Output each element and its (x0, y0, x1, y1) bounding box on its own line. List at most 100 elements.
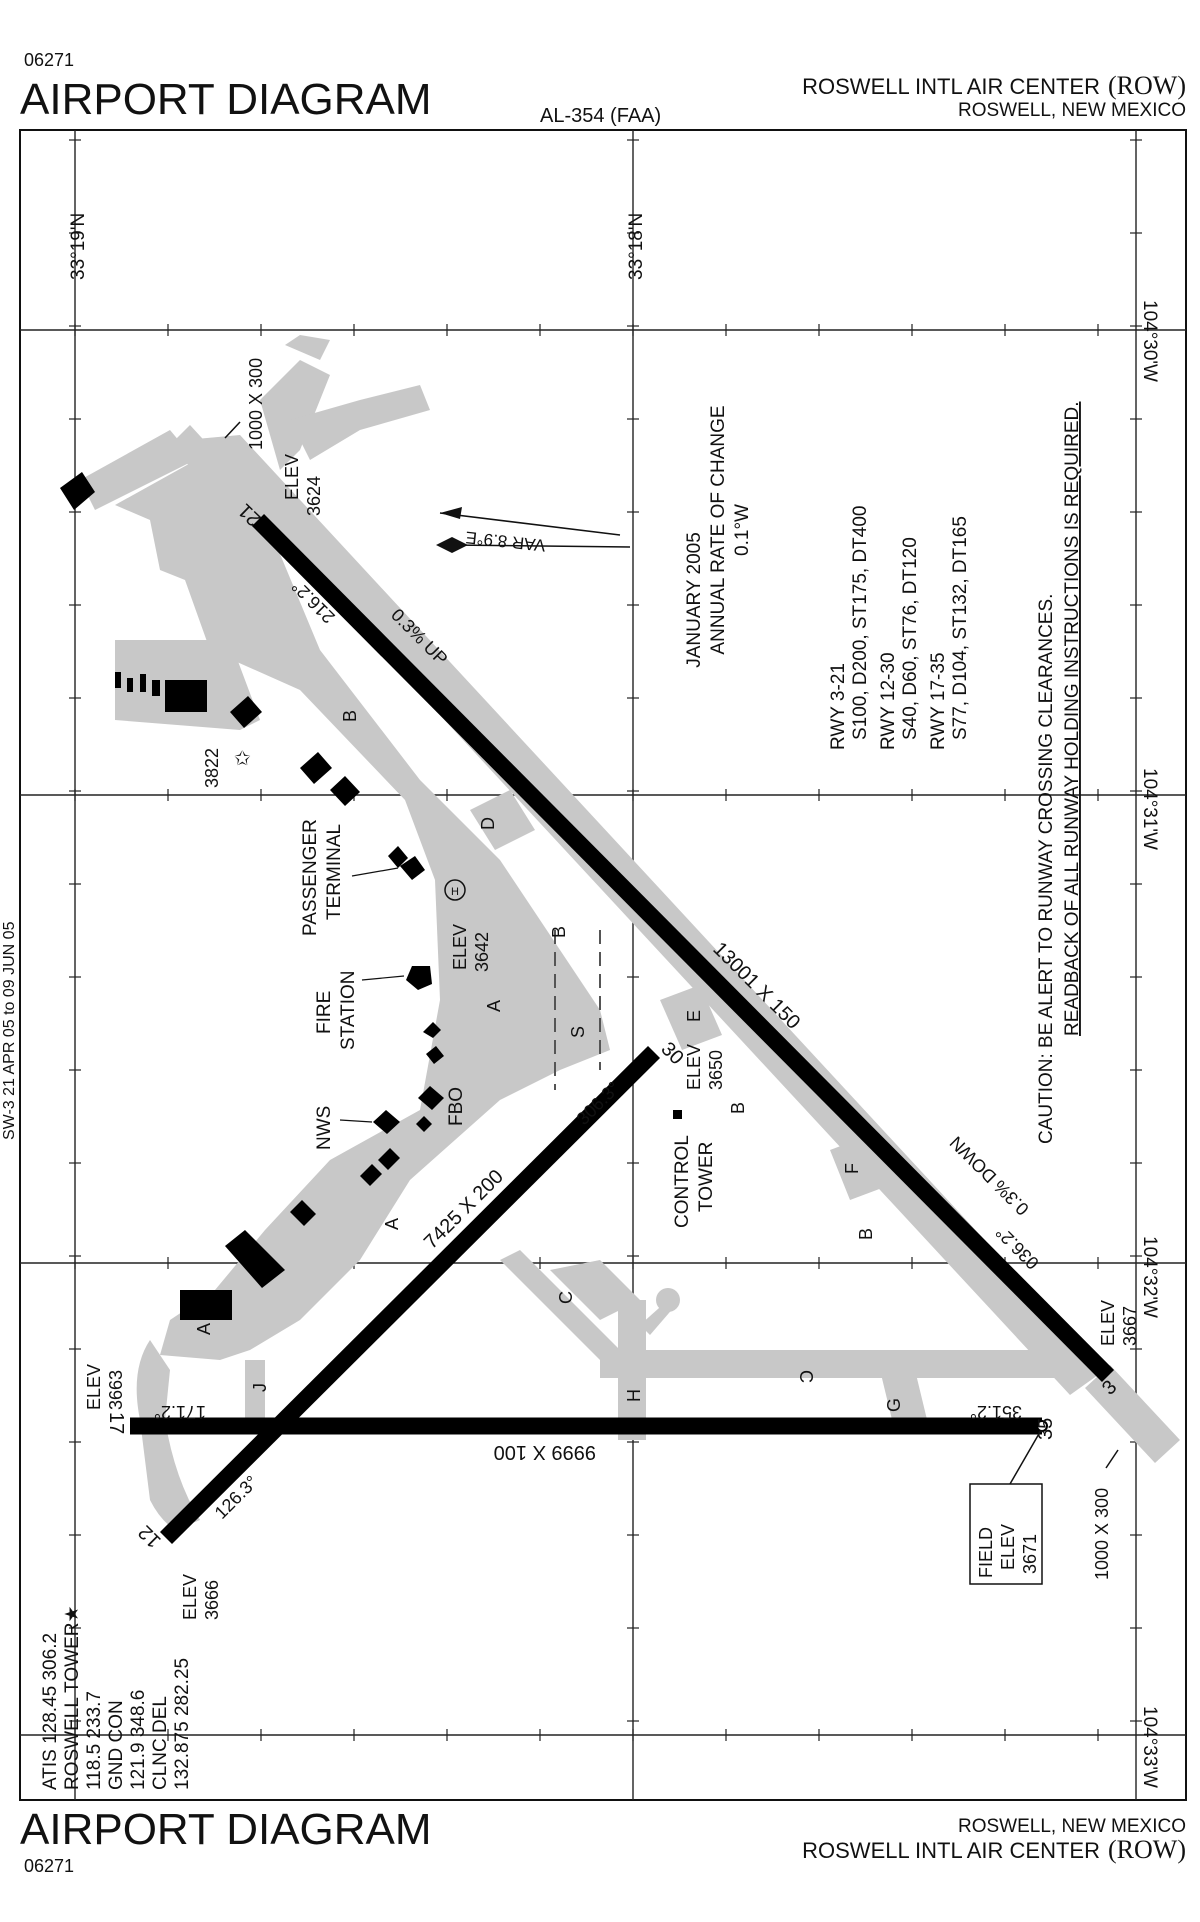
freq-line-5: 121.9 348.6 (128, 1690, 149, 1790)
building (60, 472, 95, 510)
building (416, 1116, 432, 1132)
lon-label-104-33: 104°33'W (1139, 1706, 1160, 1788)
mag-var-rate: 0.1°W (732, 504, 753, 556)
taxiway-label-b: B (728, 1102, 748, 1114)
north-ramp-tip (285, 335, 330, 360)
header-airport-name: ROSWELL INTL AIR CENTER (802, 74, 1100, 99)
building (300, 752, 332, 784)
taxiway-label-c: C (556, 1291, 576, 1304)
field-elev-value: 3671 (1020, 1534, 1040, 1574)
rwy-17-number: 17 (105, 1412, 127, 1434)
mag-var-label: VAR 8.9°E (465, 528, 547, 555)
building (423, 1022, 441, 1038)
rwy-17-35-dims: 9999 X 100 (494, 1441, 596, 1463)
rwy-21-elev: 3624 (304, 476, 324, 516)
rwy-21-overrun: 1000 X 300 (246, 358, 266, 450)
strength-rwy-17-35: S77, D104, ST132, DT165 (950, 516, 971, 740)
helipad-label: H (451, 886, 459, 898)
taxiway-label-s: S (568, 1026, 588, 1038)
taxiway-label-e: E (684, 1010, 704, 1022)
building (165, 680, 207, 712)
ramp-elev: 3642 (472, 932, 492, 972)
building (115, 672, 121, 688)
lat-label-33-18: 33°18'N (626, 213, 647, 280)
freq-line-2: ROSWELL TOWER★ (62, 1605, 83, 1790)
fbo-label: FBO (446, 1087, 467, 1126)
rwy-35-number: 35 (1035, 1418, 1057, 1440)
fire-station-label: STATION (338, 970, 359, 1050)
north-ramp (80, 430, 195, 510)
footer-chart-id: 06271 (24, 1856, 74, 1876)
caution-line-2: READBACK OF ALL RUNWAY HOLDING INSTRUCTI… (1062, 402, 1083, 1037)
true-north-arrow-icon (440, 507, 462, 519)
building (140, 674, 146, 692)
true-north-line (439, 512, 621, 536)
taxiway-label-a: A (382, 1218, 402, 1230)
north-ramp-finger (260, 360, 330, 470)
southeast-pad (550, 1260, 640, 1320)
taxiway-label-f: F (842, 1163, 862, 1174)
building (152, 680, 160, 696)
nws-leader (339, 1119, 373, 1123)
rwy-17-heading: 171.2° (154, 1402, 206, 1422)
terminal-leader (351, 867, 399, 877)
building (290, 1200, 316, 1226)
control-tower-label: TOWER (696, 1142, 717, 1212)
buildings (60, 472, 682, 1320)
taxiway-label-a: A (194, 1323, 214, 1335)
header-procedure-id: AL-354 (FAA) (540, 105, 661, 127)
taxiway-c (600, 1350, 1070, 1378)
passenger-terminal-label: TERMINAL (324, 824, 345, 920)
building (230, 696, 262, 728)
mag-var-epoch: JANUARY 2005 (684, 532, 705, 668)
header-title: AIRPORT DIAGRAM (20, 75, 432, 124)
rwy-3-elev-label: ELEV (1098, 1300, 1118, 1346)
lon-label-104-32: 104°32'W (1139, 1236, 1160, 1318)
taxiway-g (880, 1370, 930, 1432)
fire-station-label: FIRE (314, 991, 335, 1034)
field-elev-point (1036, 1420, 1048, 1432)
rwy-12-elev-label: ELEV (180, 1574, 200, 1620)
rwy-12-number: 12 (134, 1521, 165, 1552)
side-currency-text: SW-3 21 APR 05 to 09 JUN 05 (1, 921, 18, 1140)
building (180, 1290, 232, 1320)
north-ramp-finger-east (290, 385, 430, 460)
magnetic-north-diamond-icon (436, 537, 468, 553)
rwy-30-elev-label: ELEV (684, 1044, 704, 1090)
freq-line-1: ATIS 128.45 306.2 (40, 1633, 61, 1790)
lon-label-104-31: 104°31'W (1139, 768, 1160, 850)
building (127, 678, 133, 692)
footer-airport-ident: (ROW) (1108, 1835, 1186, 1864)
terminal-building (400, 856, 425, 880)
freq-line-4: GND CON (106, 1700, 127, 1790)
grid-ticks (69, 139, 1142, 1741)
taxiway-label-g: G (884, 1398, 904, 1412)
main-apron (115, 455, 610, 1360)
fire-station-leader (361, 975, 405, 981)
rwy-12-elev: 3666 (202, 1580, 222, 1620)
taxiway-label-h: H (624, 1389, 644, 1402)
building (360, 1164, 382, 1186)
lat-label-33-19: 33°19'N (68, 213, 89, 280)
taxiway-labels: A A A B B B B C C D E F G H J S (194, 710, 904, 1412)
passenger-terminal-label: PASSENGER (300, 819, 321, 936)
rwy-3-elev: 3667 (1120, 1306, 1140, 1346)
rwy-30-elev: 3650 (706, 1050, 726, 1090)
taxiway-label-j: J (250, 1383, 270, 1392)
rwy-3-gradient: 0.3% DOWN (946, 1132, 1033, 1219)
strength-rwy-12-30-label: RWY 12-30 (878, 652, 899, 750)
taxiway-label-b: B (856, 1228, 876, 1240)
taxiway-c-diag (500, 1250, 640, 1380)
overrun-leader (1105, 1449, 1119, 1469)
strength-rwy-3-21-label: RWY 3-21 (828, 663, 849, 750)
chart-frame (19, 129, 1187, 1801)
beacon-icon: ✩ (234, 748, 251, 770)
beacon-elev: 3822 (202, 748, 222, 788)
freq-line-3: 118.5 233.7 (84, 1691, 105, 1790)
nws-label: NWS (314, 1106, 335, 1150)
header-airport-ident: (ROW) (1108, 71, 1186, 100)
field-elev-label: ELEV (998, 1524, 1018, 1570)
field-elev-box (969, 1483, 1043, 1585)
strength-rwy-3-21: S100, D200, ST175, DT400 (850, 506, 871, 740)
